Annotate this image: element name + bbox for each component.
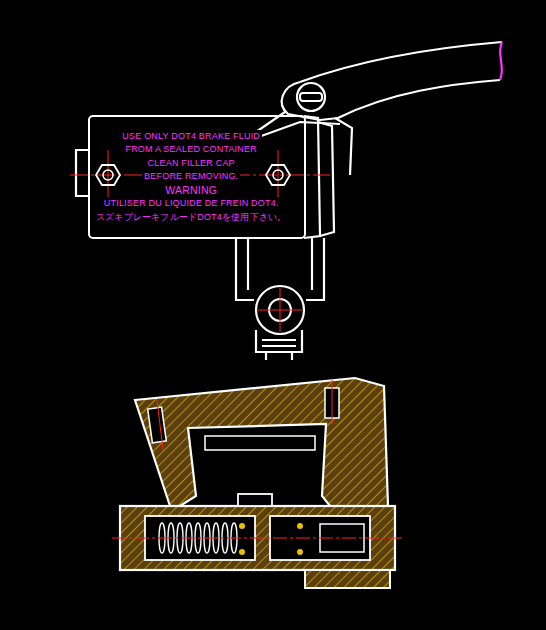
master-cylinder-body: [318, 122, 334, 236]
brake-caliper: [332, 380, 333, 424]
pivot-bolt: [297, 83, 325, 111]
banjo-bolt: [256, 286, 304, 334]
lid-screw: [108, 150, 109, 200]
warning-heading: WARNING: [163, 184, 219, 198]
master-cylinder-body: [304, 116, 320, 238]
brake-caliper: [297, 549, 303, 555]
brake-caliper: [135, 378, 388, 506]
brake-caliper: [112, 378, 402, 588]
handlebar-clamp: [236, 238, 254, 300]
pivot-bolt: [300, 93, 322, 101]
master-cylinder-body: [76, 116, 334, 238]
brake-caliper: [239, 523, 245, 529]
warning-text: BEFORE REMOVING.: [142, 170, 240, 184]
lid-screw: [96, 165, 120, 185]
brake-caliper: [205, 436, 315, 450]
lid-screw: [70, 150, 330, 200]
brake-lever: [500, 42, 502, 80]
pivot-bolt: [297, 83, 325, 111]
lid-screw: [278, 150, 279, 200]
brake-lever: [300, 42, 502, 82]
handlebar-clamp: [306, 238, 324, 300]
brake-lever: [230, 42, 502, 175]
reservoir-lid: USE ONLY DOT4 BRAKE FLUIDFROM A SEALED C…: [88, 115, 306, 239]
brake-caliper: [157, 400, 163, 450]
handlebar-clamp: [262, 339, 296, 341]
handlebar-clamp: [262, 345, 296, 347]
brake-caliper: [148, 407, 167, 443]
handlebar-clamp: [291, 352, 293, 360]
warning-text: FROM A SEALED CONTAINER: [123, 143, 258, 157]
lid-screw: [103, 170, 113, 180]
brake-lever: [338, 80, 500, 118]
handlebar-clamp: [247, 238, 249, 290]
brake-lever: [335, 118, 352, 175]
handlebar-clamp: [236, 238, 324, 360]
banjo-bolt: [258, 310, 302, 311]
warning-text: CLEAN FILLER CAP: [146, 157, 237, 171]
handlebar-clamp: [265, 352, 267, 360]
brake-caliper: [238, 494, 272, 506]
warning-text: スズキブレーキフルードDOT4を使用下さい。: [94, 211, 288, 225]
lid-screw: [266, 165, 290, 185]
brake-caliper: [305, 570, 390, 588]
warning-text: UTILISER DU LIQUIDE DE FREIN DOT4.: [102, 197, 281, 211]
brake-caliper: [112, 538, 402, 539]
warning-text: USE ONLY DOT4 BRAKE FLUID: [120, 130, 262, 144]
master-cylinder-body: [76, 150, 88, 196]
lid-screw: [273, 170, 283, 180]
brake-caliper: [239, 549, 245, 555]
banjo-bolt: [256, 286, 304, 334]
brake-caliper: [297, 523, 303, 529]
handlebar-clamp: [311, 238, 313, 290]
text-column: USE ONLY DOT4 BRAKE FLUIDFROM A SEALED C…: [94, 130, 288, 225]
